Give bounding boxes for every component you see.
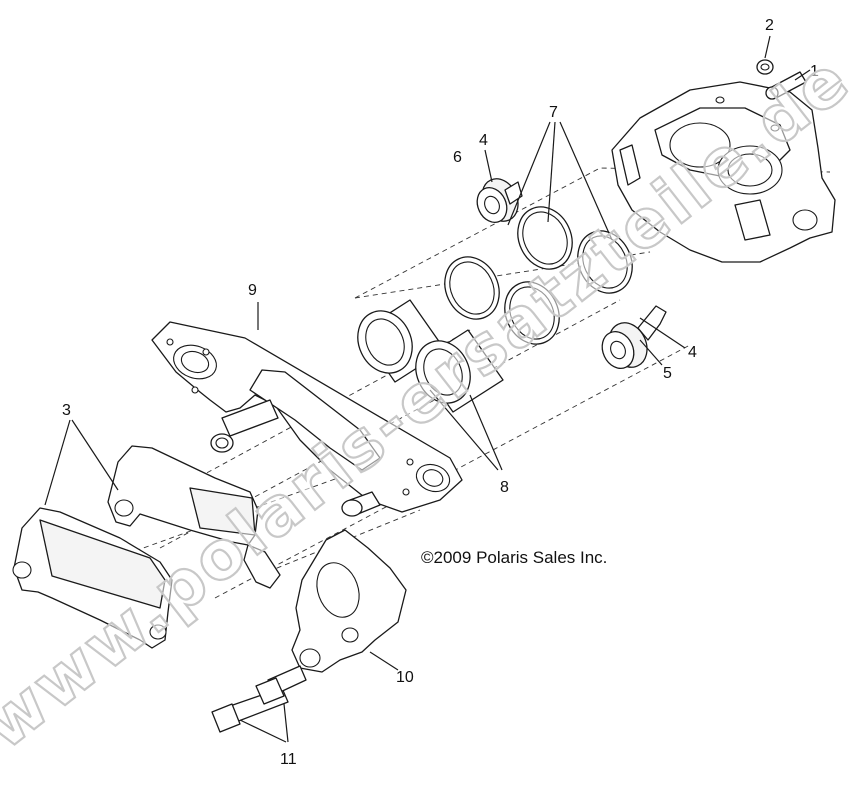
mounting-shim [291, 529, 407, 673]
seal-bushing-lower [601, 305, 667, 369]
callout-9: 9 [248, 282, 257, 299]
callout-labels: 1 2 3 4 4 5 6 7 8 9 10 11 [62, 17, 819, 768]
copyright-notice: ©2009 Polaris Sales Inc. [421, 548, 607, 567]
callout-8: 8 [500, 479, 509, 496]
mounting-bolts [211, 665, 307, 733]
callout-10: 10 [396, 669, 414, 686]
caliper-bracket [151, 321, 463, 517]
seal-bushing-upper [476, 178, 523, 224]
brake-pad-inner [107, 445, 281, 589]
bleeder-cap [756, 59, 774, 75]
callout-3: 3 [62, 402, 71, 419]
callout-7: 7 [549, 104, 558, 121]
callout-6: 6 [453, 149, 462, 166]
watermark: www.polaris-ersatzteile.de [0, 40, 863, 764]
callout-1: 1 [810, 63, 819, 80]
leader-lines [44, 35, 811, 743]
callout-4-lower: 4 [688, 344, 697, 361]
caliper-housing [611, 81, 836, 263]
callout-2: 2 [765, 17, 774, 34]
seal-ring-kit [444, 206, 633, 345]
callout-5: 5 [663, 365, 672, 382]
callout-11: 11 [280, 751, 297, 768]
brake-pad-outer [12, 507, 173, 649]
caliper-pistons [357, 299, 504, 413]
callout-4-upper: 4 [479, 132, 488, 149]
